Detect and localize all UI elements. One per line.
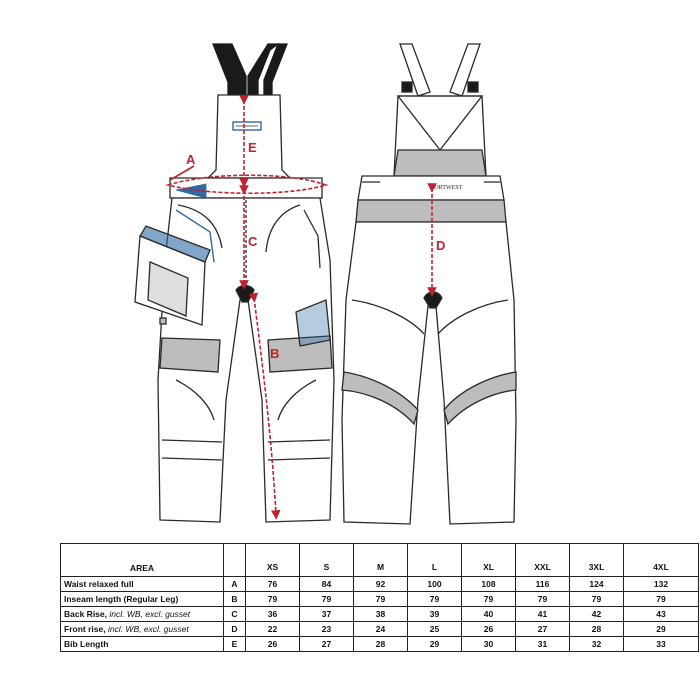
table-cell: 25 [407, 621, 462, 637]
table-cell: 40 [461, 606, 516, 622]
size-chart-table: AREA XS S M L XL XXL 3XL 4XL Waist relax… [60, 543, 699, 652]
table-cell: 79 [515, 591, 570, 607]
row-label: Bib Length [60, 636, 224, 652]
table-cell: 36 [245, 606, 300, 622]
table-cell: 132 [623, 576, 699, 592]
size-header: M [353, 543, 408, 577]
dim-letter-b: B [270, 346, 279, 361]
size-header: S [299, 543, 354, 577]
back-view: PORTWEST [341, 43, 517, 525]
measure-line-a [165, 174, 329, 195]
table-cell: 79 [407, 591, 462, 607]
table-cell: 26 [461, 621, 516, 637]
size-header: XXL [515, 543, 570, 577]
table-cell: 28 [353, 636, 408, 652]
table-cell: 26 [245, 636, 300, 652]
back-strap-left [399, 43, 431, 97]
back-knee-panel-right [443, 371, 517, 426]
table-cell: 28 [569, 621, 624, 637]
front-strap-right [247, 43, 280, 96]
table-cell: 92 [353, 576, 408, 592]
table-cell: 84 [299, 576, 354, 592]
table-cell: 33 [623, 636, 699, 652]
bib-overall-technical-drawing: A E C B PORTWEST D [134, 43, 517, 525]
table-cell: 108 [461, 576, 516, 592]
table-cell: 32 [569, 636, 624, 652]
row-label: Waist relaxed full [60, 576, 224, 592]
table-cell: 22 [245, 621, 300, 637]
table-row: Inseam length (Regular Leg) B 79 79 79 7… [60, 591, 699, 607]
size-header-row: AREA XS S M L XL XXL 3XL 4XL [60, 543, 699, 577]
back-trouser-body [341, 221, 517, 525]
table-cell: 43 [623, 606, 699, 622]
front-knee-panel-left [159, 337, 221, 373]
size-header: XL [461, 543, 516, 577]
area-header: AREA [60, 543, 224, 577]
row-label: Inseam length (Regular Leg) [60, 591, 224, 607]
table-row: Bib Length E 26 27 28 29 30 31 32 33 [60, 636, 699, 652]
dim-letter-d: D [436, 238, 445, 253]
table-cell: 42 [569, 606, 624, 622]
front-measurements [165, 95, 329, 520]
dim-letter-a: A [186, 152, 196, 167]
table-cell: 79 [353, 591, 408, 607]
size-header: 4XL [623, 543, 699, 577]
table-cell: 116 [515, 576, 570, 592]
table-row: Back Rise, incl. WB, excl. gusset C 36 3… [60, 606, 699, 622]
row-label: Back Rise, incl. WB, excl. gusset [60, 606, 224, 622]
back-brand-label: PORTWEST [431, 185, 463, 191]
table-cell: 24 [353, 621, 408, 637]
table-cell: 39 [407, 606, 462, 622]
table-cell: 29 [407, 636, 462, 652]
row-letter: B [223, 591, 246, 607]
table-cell: 30 [461, 636, 516, 652]
table-cell: 76 [245, 576, 300, 592]
size-header: L [407, 543, 462, 577]
table-row: Waist relaxed full A 76 84 92 100 108 11… [60, 576, 699, 592]
letter-header [223, 543, 246, 577]
table-cell: 124 [569, 576, 624, 592]
table-cell: 79 [569, 591, 624, 607]
front-bib [206, 94, 292, 179]
table-cell: 31 [515, 636, 570, 652]
measure-line-b [248, 292, 281, 520]
row-letter: E [223, 636, 246, 652]
back-knee-panel-left [341, 371, 419, 426]
dim-letter-c: C [248, 234, 258, 249]
table-cell: 37 [299, 606, 354, 622]
size-header: 3XL [569, 543, 624, 577]
front-view [134, 43, 335, 523]
table-cell: 27 [515, 621, 570, 637]
table-cell: 79 [245, 591, 300, 607]
table-cell: 79 [299, 591, 354, 607]
table-cell: 100 [407, 576, 462, 592]
table-row: Front rise, incl. WB, excl. gusset D 22 … [60, 621, 699, 637]
row-letter: D [223, 621, 246, 637]
table-cell: 79 [461, 591, 516, 607]
table-cell: 23 [299, 621, 354, 637]
table-cell: 29 [623, 621, 699, 637]
table-cell: 27 [299, 636, 354, 652]
row-label: Front rise, incl. WB, excl. gusset [60, 621, 224, 637]
size-header: XS [245, 543, 300, 577]
table-cell: 79 [623, 591, 699, 607]
dim-letter-e: E [248, 140, 257, 155]
row-letter: A [223, 576, 246, 592]
table-cell: 38 [353, 606, 408, 622]
table-cell: 41 [515, 606, 570, 622]
row-letter: C [223, 606, 246, 622]
